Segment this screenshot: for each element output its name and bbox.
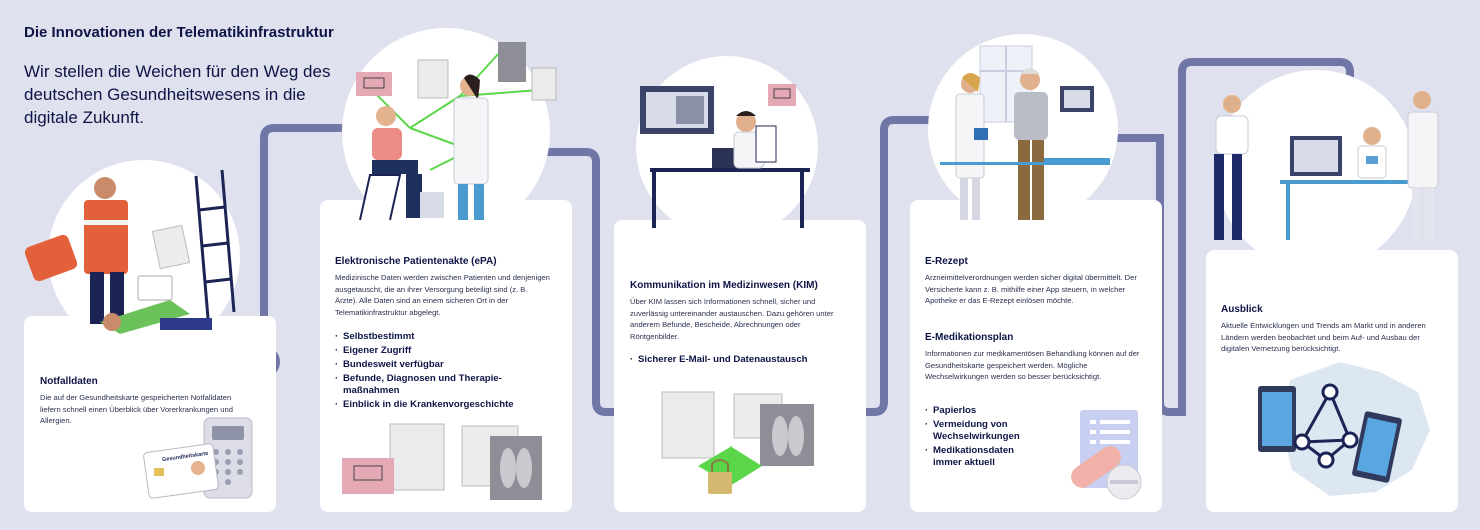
- erezept-bullet: Papierlos: [925, 405, 1065, 417]
- emedikation-illustration: [1071, 410, 1142, 500]
- kim-exchange-illustration: [661, 391, 814, 494]
- page-subtitle: Wir stellen die Weichen für den Weg des …: [24, 62, 331, 127]
- epa-bullet: Eigener Zugriff: [335, 345, 535, 357]
- erezept-text: Arzneimittelverordnungen werden sicher d…: [925, 273, 1137, 305]
- erezept-bullet: Medikationsdaten immer aktuell: [925, 445, 1033, 469]
- network-illustration: [1258, 362, 1430, 496]
- kim-heading: Kommunikation im Medizinwesen (KIM): [630, 280, 818, 291]
- kim-illustration: [640, 84, 810, 228]
- erezept-heading: E-Rezept: [925, 256, 968, 267]
- epa-heading: Elektronische Patientenakte (ePA): [335, 256, 497, 267]
- kim-bullet-list: Sicherer E-Mail- und Datenaustausch: [630, 354, 850, 368]
- emedikation-heading: E-Medikationsplan: [925, 332, 1014, 343]
- ausblick-heading: Ausblick: [1221, 304, 1263, 315]
- epa-bullet: Bundesweit verfügbar: [335, 359, 535, 371]
- epa-bullet-list: Selbstbestimmt Eigener Zugriff Bundeswei…: [335, 331, 535, 413]
- notfalldaten-text: Die auf der Gesundheitskarte gespeichert…: [40, 393, 233, 425]
- page-title: Die Innovationen der Telematikinfrastruk…: [24, 24, 334, 41]
- card-reader-illustration: [143, 417, 253, 499]
- erezept-bullet-list: Papierlos Vermeidung von Wechselwirkunge…: [925, 405, 1065, 471]
- notfall-illustration: [24, 169, 236, 334]
- epa-illustration: [356, 42, 557, 221]
- erezept-illustration: [940, 45, 1110, 220]
- epa-bullet: Befunde, Diagnosen und Therapie-maßnahme…: [335, 373, 519, 397]
- epa-documents-illustration: [342, 423, 542, 500]
- epa-text: Medizinische Daten werden zwischen Patie…: [335, 273, 550, 317]
- kim-text: Über KIM lassen sich Informationen schne…: [630, 297, 834, 341]
- erezept-bullet: Vermeidung von Wechselwirkungen: [925, 419, 1033, 443]
- emedikation-text: Informationen zur medikamentösen Behandl…: [925, 349, 1140, 381]
- notfalldaten-heading: Notfalldaten: [40, 376, 98, 387]
- epa-bullet: Einblick in die Krankenvorgeschichte: [335, 399, 535, 411]
- ausblick-text: Aktuelle Entwicklungen und Trends am Mar…: [1221, 321, 1426, 353]
- ausblick-illustration: [1214, 91, 1439, 240]
- epa-bullet: Selbstbestimmt: [335, 331, 535, 343]
- kim-bullet: Sicherer E-Mail- und Datenaustausch: [630, 354, 850, 366]
